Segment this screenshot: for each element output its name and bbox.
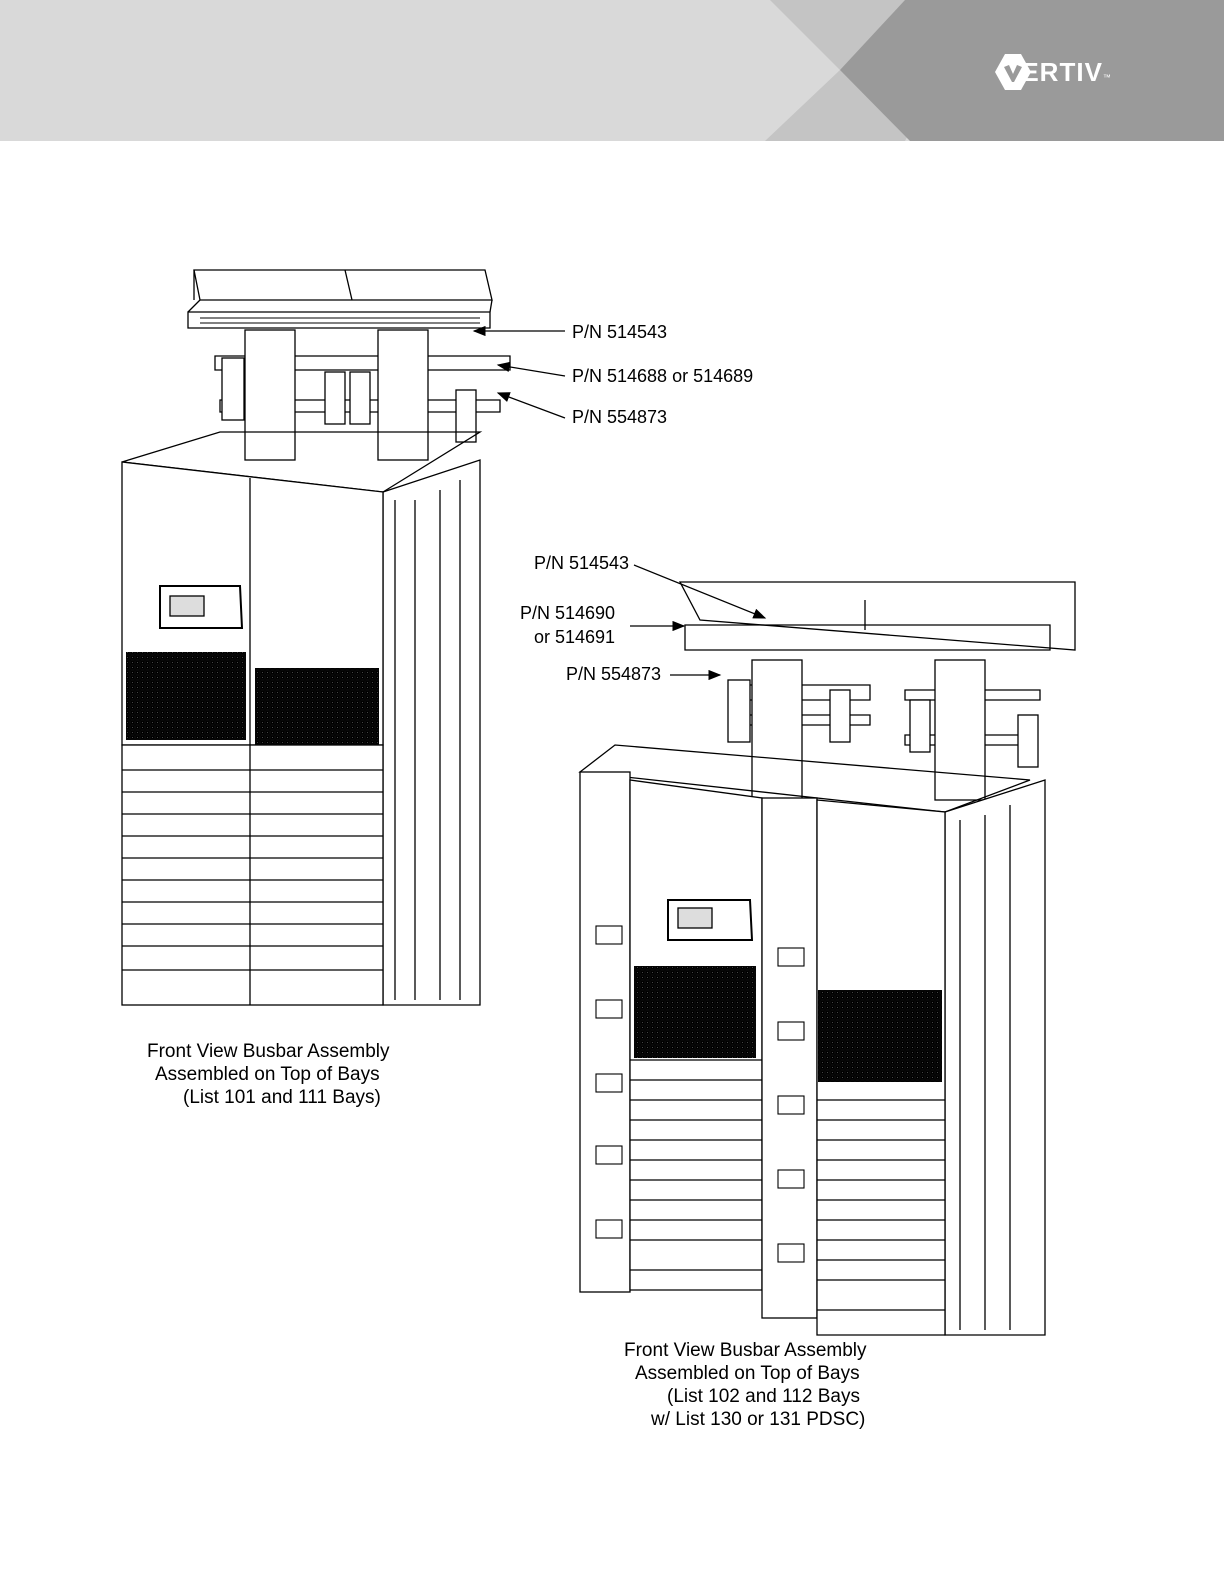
right-callout-busbar-plate-alt: or 514691 bbox=[534, 627, 615, 648]
left-callout-busbar-plate: P/N 514688 or 514689 bbox=[572, 366, 753, 387]
left-callout-busbar-cover: P/N 514543 bbox=[572, 322, 667, 343]
right-bay-assembly bbox=[580, 582, 1075, 1335]
left-caption-line: Front View Busbar Assembly bbox=[147, 1040, 390, 1063]
left-bay-assembly bbox=[122, 270, 510, 1005]
left-caption-line: Assembled on Top of Bays bbox=[155, 1063, 380, 1086]
right-callout-busbar-cover: P/N 514543 bbox=[534, 553, 629, 574]
right-caption-line: Front View Busbar Assembly bbox=[624, 1339, 867, 1362]
right-callout-riser-kit: P/N 554873 bbox=[566, 664, 661, 685]
left-callout-leaders bbox=[474, 331, 565, 418]
right-caption-line: Assembled on Top of Bays bbox=[635, 1362, 860, 1385]
left-caption-line: (List 101 and 111 Bays) bbox=[183, 1086, 381, 1109]
left-callout-riser-kit: P/N 554873 bbox=[572, 407, 667, 428]
right-caption-line: (List 102 and 112 Bays bbox=[667, 1385, 860, 1408]
right-caption-line: w/ List 130 or 131 PDSC) bbox=[651, 1408, 865, 1431]
right-callout-busbar-plate: P/N 514690 bbox=[520, 603, 615, 624]
